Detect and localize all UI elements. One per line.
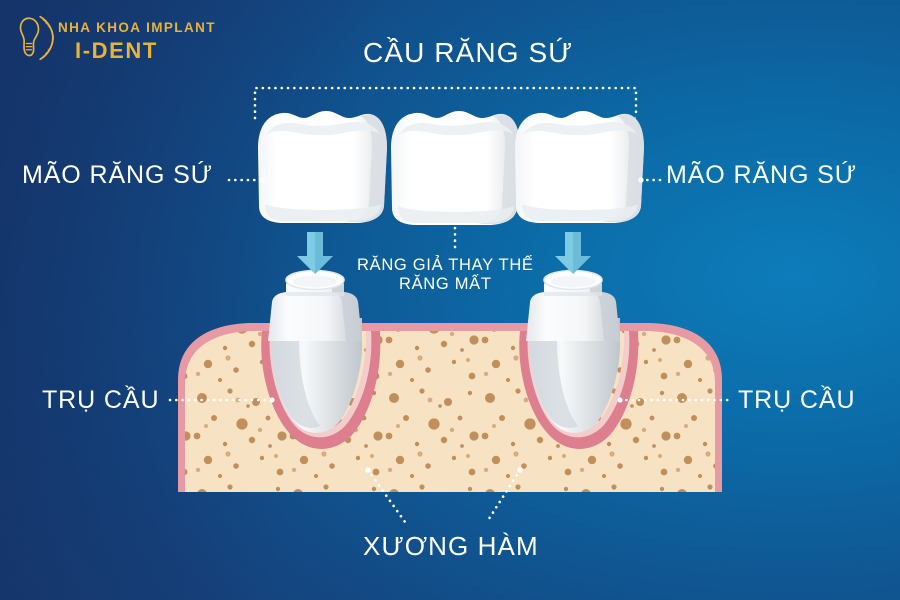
label-crown-right: MÃO RĂNG SỨ xyxy=(666,161,857,189)
crown-left xyxy=(258,111,387,223)
label-jawbone: XƯƠNG HÀM xyxy=(363,531,539,561)
leader-dots xyxy=(259,177,644,473)
label-abutment-right: TRỤ CẦU xyxy=(738,386,856,414)
abutment-left xyxy=(268,269,362,341)
down-arrow-right xyxy=(555,232,591,274)
leader-lines xyxy=(168,86,730,524)
page-title: CẦU RĂNG SỨ xyxy=(363,37,574,68)
down-arrow-left xyxy=(297,232,333,274)
bridge-bracket xyxy=(253,86,638,120)
abutment-right xyxy=(526,269,620,341)
label-pontic: RĂNG GIẢ THAY THẾ RĂNG MẤT xyxy=(357,256,534,295)
label-abutment-left: TRỤ CẦU xyxy=(42,386,160,414)
label-pontic-line1: RĂNG GIẢ THAY THẾ xyxy=(357,256,534,274)
label-pontic-line2: RĂNG MẤT xyxy=(398,275,492,294)
label-crown-left: MÃO RĂNG SỨ xyxy=(22,161,213,189)
crown-middle xyxy=(391,111,520,225)
brand-line1: NHA KHOA IMPLANT xyxy=(58,20,216,35)
crown-right xyxy=(515,111,644,223)
jaw-gum-and-bone xyxy=(178,318,722,492)
brand-line2: I-DENT xyxy=(75,38,158,63)
